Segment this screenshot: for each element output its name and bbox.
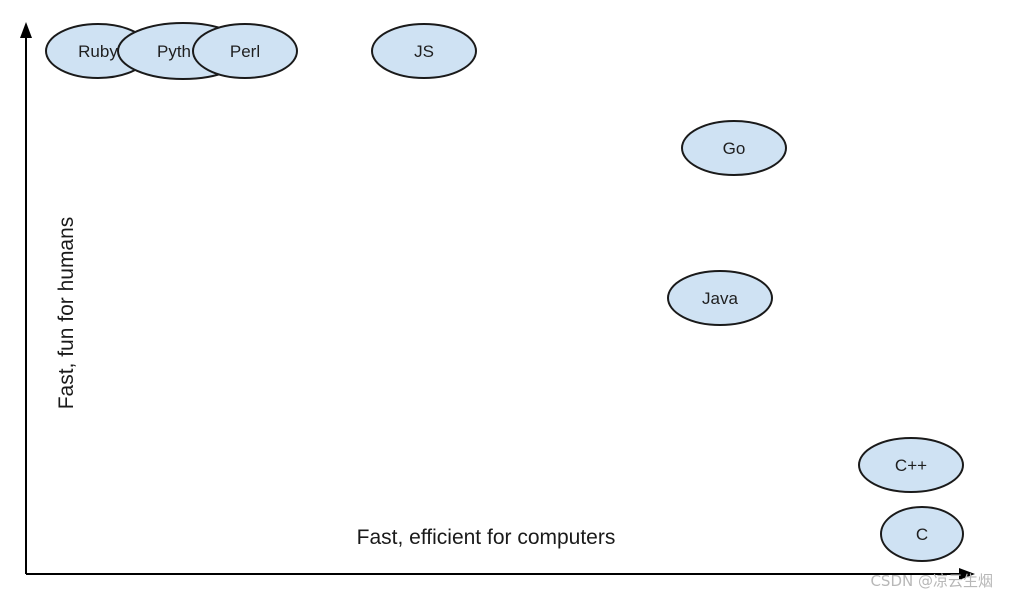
bubble-python-label: Pyth xyxy=(157,42,191,61)
bubble-js-label: JS xyxy=(414,42,434,61)
bubble-go-shape xyxy=(681,120,787,176)
bubble-perl: Perl xyxy=(192,23,298,79)
bubble-java-label: Java xyxy=(702,289,738,308)
x-axis-arrow-icon xyxy=(959,568,975,580)
bubble-c: C xyxy=(880,506,964,562)
bubble-java: Java xyxy=(667,270,773,326)
y-axis-label: Fast, fun for humans xyxy=(55,217,78,410)
bubble-cpp: C++ xyxy=(858,437,964,493)
bubble-c-label: C xyxy=(916,525,928,544)
bubble-js-shape xyxy=(371,23,477,79)
bubble-go-label: Go xyxy=(723,139,746,158)
bubble-ruby-label: Ruby xyxy=(78,42,118,61)
bubble-c-shape xyxy=(880,506,964,562)
axes xyxy=(20,22,975,580)
y-axis-arrow-icon xyxy=(20,22,32,38)
bubble-js: JS xyxy=(371,23,477,79)
bubble-go: Go xyxy=(681,120,787,176)
bubble-cpp-shape xyxy=(858,437,964,493)
bubble-cpp-label: C++ xyxy=(895,456,927,475)
bubble-java-shape xyxy=(667,270,773,326)
x-axis-label: Fast, efficient for computers xyxy=(357,526,616,549)
bubble-perl-label: Perl xyxy=(230,42,260,61)
watermark: CSDN @凉云生烟 xyxy=(870,572,993,590)
bubble-perl-shape xyxy=(192,23,298,79)
